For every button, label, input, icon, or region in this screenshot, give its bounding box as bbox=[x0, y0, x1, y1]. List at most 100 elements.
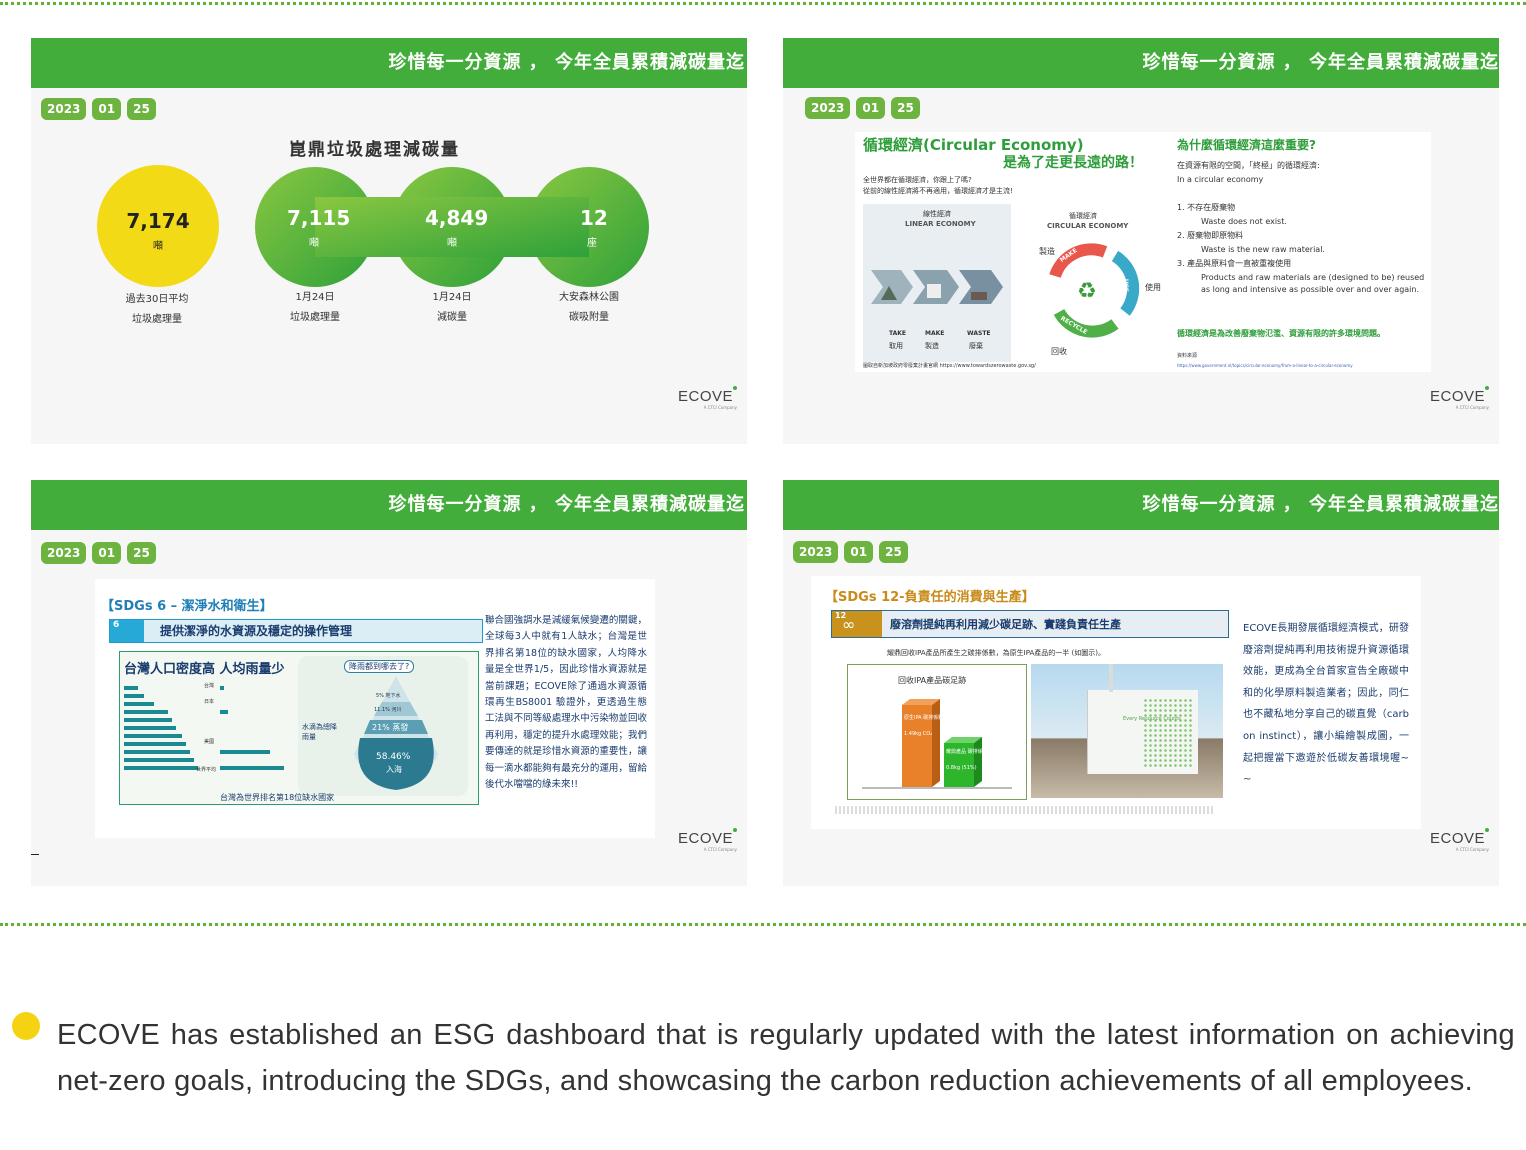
logo-dot-icon bbox=[1485, 828, 1489, 832]
date-badges: 2023 01 25 bbox=[41, 542, 156, 564]
label-line2: 碳吸附量 bbox=[569, 312, 609, 323]
date-badges: 2023 01 25 bbox=[805, 97, 920, 119]
logo-text: ECOVE bbox=[1429, 388, 1485, 405]
ecove-logo: ECOVE A CTCI Company bbox=[678, 828, 737, 852]
banner-title: 珍惜每一分資源 ， 今年全員累積減碳量迄 bbox=[388, 494, 745, 515]
linear-zh: 線性經濟 bbox=[923, 210, 951, 218]
country-usa: 美國 bbox=[204, 739, 215, 745]
circular-en: CIRCULAR ECONOMY bbox=[1047, 222, 1129, 230]
date-badges: 2023 01 25 bbox=[41, 98, 156, 120]
sdg6-badge: 6 bbox=[110, 620, 144, 642]
badge-day: 25 bbox=[891, 97, 920, 119]
badge-month: 01 bbox=[856, 97, 886, 119]
density-caption: 台灣為世界排名第18位缺水國家 bbox=[220, 793, 335, 802]
label-line2: 垃圾處理量 bbox=[132, 314, 182, 325]
sdg12-number: 12 bbox=[835, 611, 847, 620]
stat-value-processed: 7,115 bbox=[287, 206, 351, 230]
date-badges: 2023 01 25 bbox=[793, 541, 908, 563]
slide-banner: 珍惜每一分資源 ， 今年全員累積減碳量迄 bbox=[783, 480, 1499, 530]
circular-make-zh: 製造 bbox=[1039, 247, 1055, 256]
banner-title: 珍惜每一分資源 ， 今年全員累積減碳量迄 bbox=[1142, 52, 1499, 73]
stat-label-processed: 1月24日 垃圾處理量 bbox=[255, 288, 375, 328]
bar2-value: 0.8kg (51%) bbox=[946, 765, 977, 771]
country-japan: 日本 bbox=[204, 699, 215, 705]
linear-en: LINEAR ECONOMY bbox=[905, 220, 976, 228]
badge-day: 25 bbox=[127, 542, 156, 564]
sdg12-badge: 12 ∞ bbox=[832, 611, 882, 637]
sdg6-banner: 6 提供潔淨的水資源及穩定的操作管理 bbox=[109, 619, 483, 643]
stat-value-reduction: 4,849 bbox=[425, 206, 489, 230]
src-url: https://www.government.nl/topics/circula… bbox=[1177, 363, 1353, 368]
ecove-logo: ECOVE A CTCI Company bbox=[1430, 386, 1489, 410]
why-sub1: 在資源有限的空間，「終極」的循環經濟: bbox=[1177, 161, 1320, 170]
logo-text: ECOVE bbox=[677, 830, 733, 847]
label-line1: 大安森林公園 bbox=[559, 292, 619, 303]
stat-unit-reduction: 噸 bbox=[447, 238, 457, 249]
caption-text: ECOVE has established an ESG dashboard t… bbox=[57, 1019, 1515, 1097]
stat-circle-average: 7,174 噸 bbox=[97, 165, 219, 287]
slide-banner: 珍惜每一分資源 ， 今年全員累積減碳量迄 bbox=[783, 38, 1499, 88]
slide-banner: 珍惜每一分資源 ， 今年全員累積減碳量迄 bbox=[31, 38, 747, 88]
ipa-chart-panel: 回收IPA產品碳足跡 原生IPA 碳排係數 1.49kg CO₂ 耀鼎產品 碳排… bbox=[847, 664, 1027, 800]
drop-label: 水滴為總降雨量 bbox=[302, 723, 337, 741]
stat-unit: 噸 bbox=[153, 241, 163, 252]
sdg12-card: 【SDGs 12-負責任的消費與生產】 12 ∞ 廢溶劑提純再利用減少碳足跡、實… bbox=[811, 576, 1421, 829]
ce-heading2: 是為了走更長遠的路！ bbox=[1003, 155, 1143, 171]
logo-text: ECOVE bbox=[677, 388, 733, 405]
logo-tagline: A CTCI Company bbox=[1455, 847, 1489, 852]
badge-year: 2023 bbox=[41, 542, 87, 564]
badge-year: 2023 bbox=[805, 97, 851, 119]
stat-label-parks: 大安森林公園 碳吸附量 bbox=[529, 288, 649, 328]
drop-pct-sea: 58.46% bbox=[376, 752, 411, 762]
badge-month: 01 bbox=[92, 542, 122, 564]
drop-pct-evap: 21% 蒸發 bbox=[372, 723, 409, 732]
ecove-logo: ECOVE A CTCI Company bbox=[678, 386, 737, 410]
linear-arrows bbox=[871, 270, 1003, 304]
stat-value-parks: 12 bbox=[580, 206, 608, 230]
sdg12-banner: 12 ∞ 廢溶劑提純再利用減少碳足跡、實踐負責任生產 bbox=[831, 610, 1229, 638]
linear-step-waste-zh: 廢棄 bbox=[969, 342, 983, 350]
logo-tagline: A CTCI Company bbox=[703, 405, 737, 410]
ce-intro1: 全世界都在循環經濟，你跟上了嗎? bbox=[863, 176, 972, 184]
arrow-use-label: USE bbox=[1122, 278, 1130, 293]
bottom-divider bbox=[0, 923, 1526, 926]
linear-step-waste-en: WASTE bbox=[967, 330, 991, 337]
sdg12-banner-text: 廢溶劑提純再利用減少碳足跡、實踐負責任生產 bbox=[890, 618, 1121, 631]
density-bars bbox=[124, 686, 284, 770]
factory-photo: Every Resource Counts bbox=[1031, 664, 1223, 798]
ipa-chart-title: 回收IPA產品碳足跡 bbox=[898, 676, 967, 685]
badge-day: 25 bbox=[127, 98, 156, 120]
stat-unit-processed: 噸 bbox=[309, 238, 319, 249]
bullet-dot-icon bbox=[12, 1012, 40, 1040]
stat-label-average: 過去30日平均 垃圾處理量 bbox=[97, 290, 217, 330]
country-taiwan: 台灣 bbox=[204, 683, 215, 689]
stat-label-reduction: 1月24日 減碳量 bbox=[392, 288, 512, 328]
ce-intro2: 從前的線性經濟將不再適用，循環經濟才是主流! bbox=[863, 187, 1013, 195]
bar1-label: 原生IPA 碳排係數 bbox=[904, 715, 944, 721]
slide-carbon-reduction: 珍惜每一分資源 ， 今年全員累積減碳量迄 2023 01 25 崑鼎垃圾處理減碳… bbox=[31, 38, 747, 444]
slide-circular-economy: 珍惜每一分資源 ， 今年全員累積減碳量迄 2023 01 25 循環經濟(Cir… bbox=[783, 38, 1499, 444]
slide-sdg12: 珍惜每一分資源 ， 今年全員累積減碳量迄 2023 01 25 【SDGs 12… bbox=[783, 480, 1499, 886]
sdg6-banner-text: 提供潔淨的水資源及穩定的操作管理 bbox=[160, 624, 353, 638]
label-line2: 垃圾處理量 bbox=[290, 312, 340, 323]
circular-zh: 循環經濟 bbox=[1069, 212, 1097, 220]
badge-year: 2023 bbox=[41, 98, 87, 120]
logo-text: ECOVE bbox=[1429, 830, 1485, 847]
infinity-icon: ∞ bbox=[842, 615, 856, 634]
banner-title: 珍惜每一分資源 ， 今年全員累積減碳量迄 bbox=[1142, 494, 1499, 515]
label-line1: 過去30日平均 bbox=[125, 294, 189, 305]
slide-banner: 珍惜每一分資源 ， 今年全員累積減碳量迄 bbox=[31, 480, 747, 530]
linear-step-make-zh: 製造 bbox=[925, 342, 939, 350]
badge-month: 01 bbox=[844, 541, 874, 563]
slide-title: 崑鼎垃圾處理減碳量 bbox=[289, 140, 460, 160]
drop-pct-ground: 5% 地下水 bbox=[376, 693, 401, 699]
stat-unit-parks: 座 bbox=[587, 238, 597, 249]
label-line1: 1月24日 bbox=[432, 292, 472, 303]
linear-step-take-zh: 取用 bbox=[889, 342, 903, 350]
sdg6-card: 【SDGs 6 – 潔淨水和衛生】 6 提供潔淨的水資源及穩定的操作管理 台灣人… bbox=[95, 579, 655, 838]
badge-month: 01 bbox=[92, 98, 122, 120]
sdg6-title: 【SDGs 6 – 潔淨水和衛生】 bbox=[101, 599, 273, 614]
why-title: 為什麼循環經濟這麼重要? bbox=[1177, 138, 1316, 152]
top-divider bbox=[0, 2, 1526, 5]
density-title: 台灣人口密度高 人均雨量少 bbox=[124, 662, 285, 677]
